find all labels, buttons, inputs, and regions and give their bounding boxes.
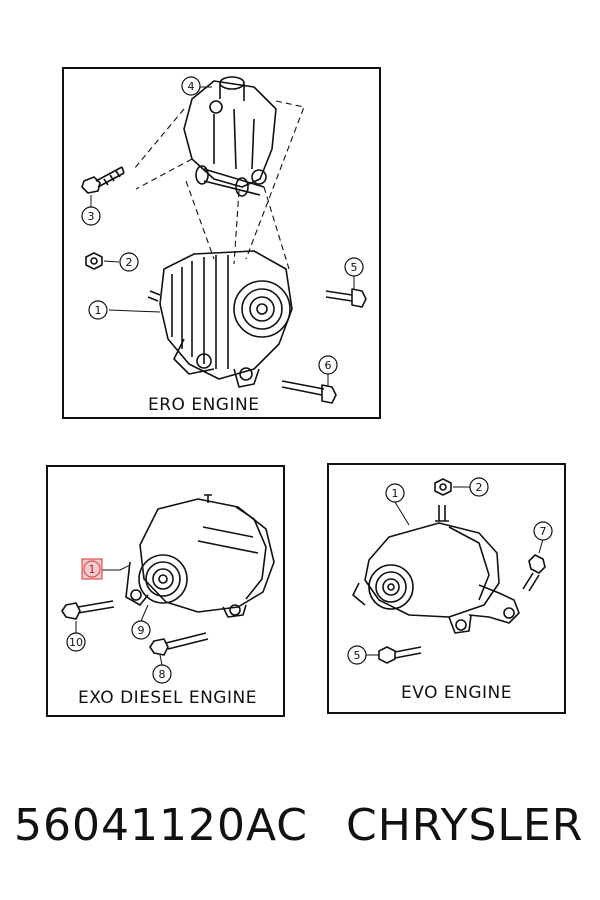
alternator-evo	[352, 522, 520, 634]
callout-1	[88, 300, 108, 320]
brand-name: CHRYSLER	[346, 800, 584, 851]
bolt-5	[325, 288, 367, 308]
callout-1-text: 1	[392, 487, 399, 500]
ero-engine-panel: 4 3 2 1 5 6 ERO ENGINE	[62, 67, 381, 419]
part-number: 56041120AC	[14, 800, 309, 851]
callout-8-text: 8	[159, 668, 166, 681]
evo-engine-label: EVO ENGINE	[401, 683, 512, 703]
alternator-exo	[125, 494, 275, 618]
callout-1-text: 1	[95, 304, 102, 317]
ero-engine-label: ERO ENGINE	[148, 395, 260, 415]
bolt-5-evo	[378, 646, 422, 664]
callout-4	[181, 76, 201, 96]
callout-1-text: 1	[89, 563, 96, 576]
callout-9	[66, 632, 86, 652]
mounting-bracket	[183, 76, 277, 197]
callout-6-text: 6	[325, 359, 332, 372]
callout-10	[131, 620, 151, 640]
callout-9-text: 10	[69, 636, 83, 649]
ero-engine-diagram: 4 3 2 1 5 6	[81, 76, 367, 404]
bolt-9	[61, 600, 115, 620]
callout-7-text: 7	[540, 525, 547, 538]
callout-5	[347, 645, 367, 665]
bolt-6	[281, 380, 337, 404]
callout-1	[83, 560, 101, 578]
callout-7	[533, 521, 553, 541]
callout-2-text: 2	[126, 256, 133, 269]
callout-10-text: 9	[138, 624, 145, 637]
callout-5-text: 5	[351, 261, 358, 274]
exo-diesel-engine-panel: 1 10 9 8 EXO DIESEL ENGINE	[46, 465, 285, 717]
callout-3-text: 3	[88, 210, 95, 223]
callout-8	[152, 664, 172, 684]
evo-engine-diagram: 1 2 7 5	[347, 477, 553, 665]
callout-5-text: 5	[354, 649, 361, 662]
exo-engine-label: EXO DIESEL ENGINE	[78, 688, 257, 708]
callout-4-text: 4	[188, 80, 195, 93]
nut-2	[85, 252, 103, 270]
bolt-8	[149, 632, 209, 656]
callout-2	[119, 252, 139, 272]
bolt-3	[81, 166, 125, 194]
callout-2	[469, 477, 489, 497]
callout-6	[318, 355, 338, 375]
bolt-7	[522, 554, 546, 592]
alternator-ero	[147, 250, 293, 388]
callout-3	[81, 206, 101, 226]
callout-1-highlight	[81, 558, 103, 580]
nut-2-evo	[434, 478, 452, 496]
callout-5	[344, 257, 364, 277]
exo-engine-diagram: 1 10 9 8	[61, 494, 275, 684]
callout-1	[385, 483, 405, 503]
evo-engine-panel: 1 2 7 5 EVO ENGINE	[327, 463, 566, 714]
callout-2-text: 2	[476, 481, 483, 494]
